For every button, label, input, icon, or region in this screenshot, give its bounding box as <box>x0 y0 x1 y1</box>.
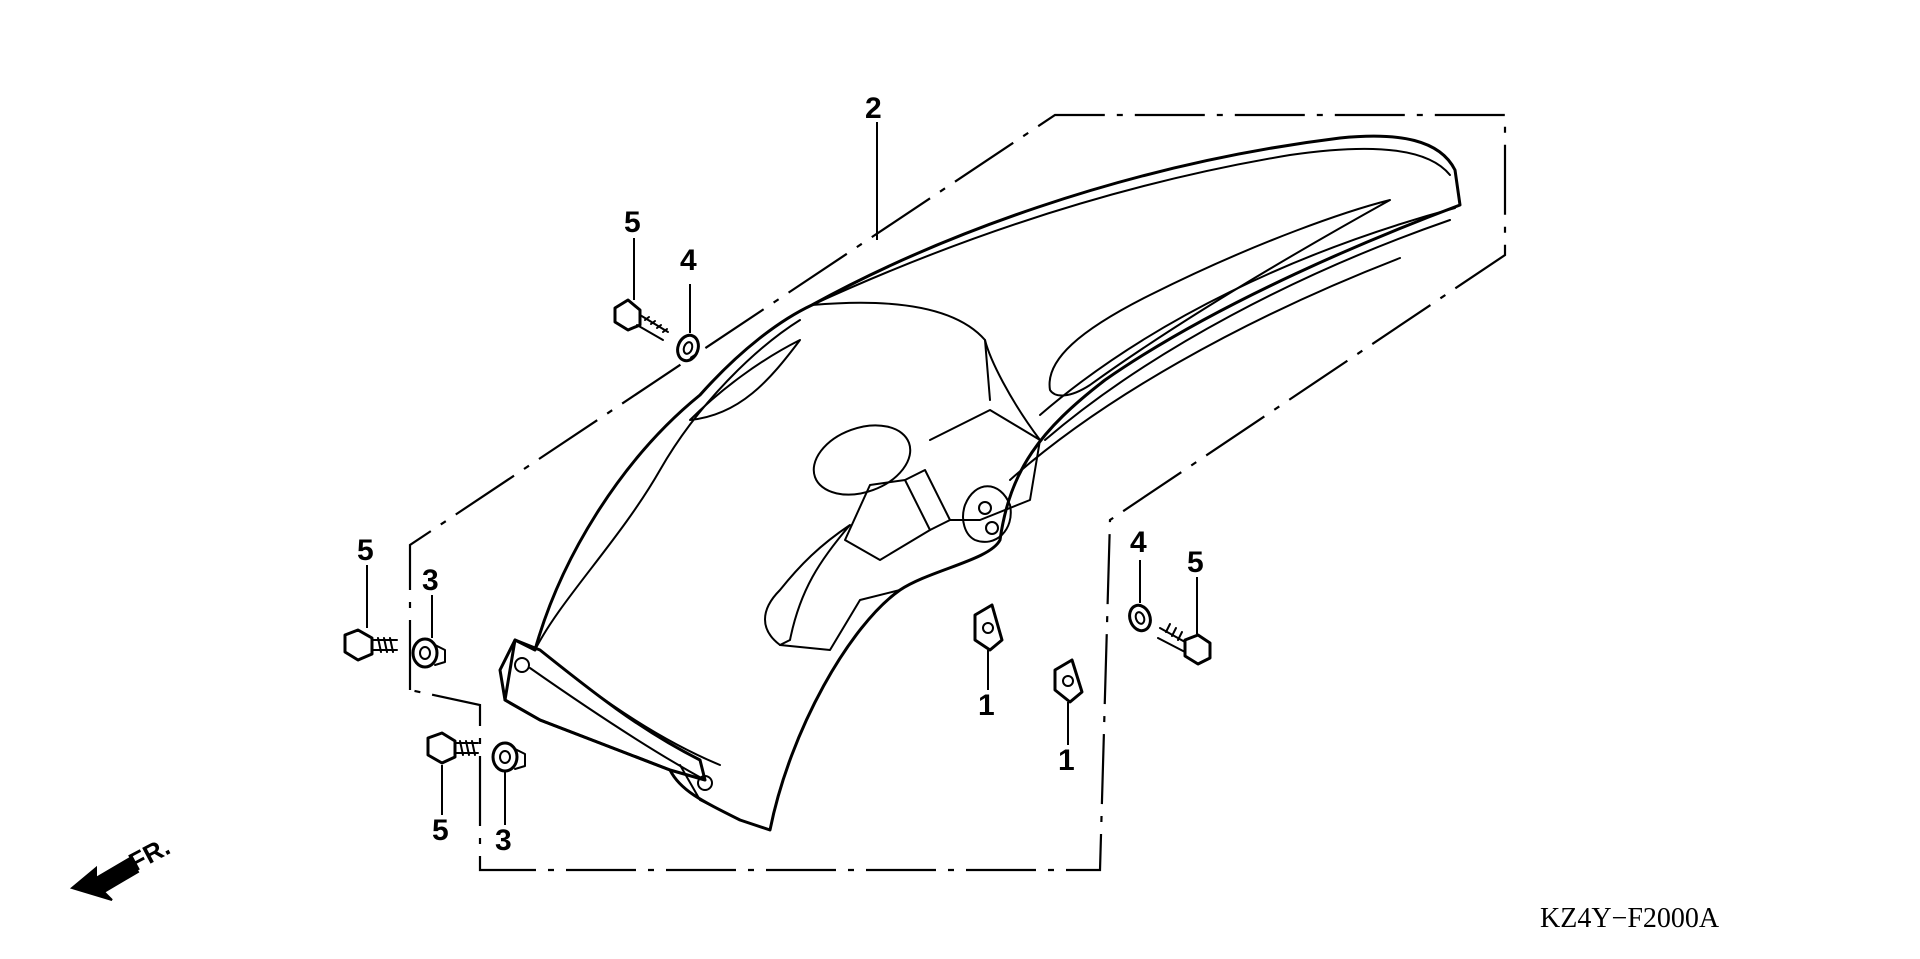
callout-5-lower-left: 5 <box>432 814 449 847</box>
callout-1-right: 1 <box>1058 744 1075 777</box>
callout-5-right: 5 <box>1187 546 1204 579</box>
callout-4-right: 4 <box>1130 526 1147 559</box>
bolt-right <box>1157 623 1212 666</box>
leader-lines <box>366 122 1198 825</box>
grommet-upper <box>411 637 446 669</box>
bolt-mid-left <box>343 628 398 662</box>
callout-3-upper: 3 <box>422 564 439 597</box>
assembly-boundary <box>408 113 1507 872</box>
callout-5-mid-left: 5 <box>357 534 374 567</box>
callout-4-left: 4 <box>680 244 697 277</box>
front-direction-indicator: FR. <box>69 831 175 901</box>
bolt-lower-left <box>426 731 479 765</box>
rear-fender <box>498 134 1462 832</box>
callout-2: 2 <box>865 92 882 125</box>
callout-numbers: 2 5 4 5 3 5 3 1 1 4 5 <box>357 92 1204 857</box>
part-reference-code: KZ4Y−F2000A <box>1540 903 1720 934</box>
bolt-upper-left <box>613 298 669 341</box>
front-arrow-icon <box>69 856 140 901</box>
washer-left <box>676 333 700 363</box>
callout-5-upper-left: 5 <box>624 206 641 239</box>
clip-nut-right <box>1053 658 1084 704</box>
grommet-lower <box>491 741 526 773</box>
callout-1-left: 1 <box>978 689 995 722</box>
callout-3-lower: 3 <box>495 824 512 857</box>
clip-nut-left <box>973 603 1004 652</box>
washer-right <box>1128 603 1152 633</box>
